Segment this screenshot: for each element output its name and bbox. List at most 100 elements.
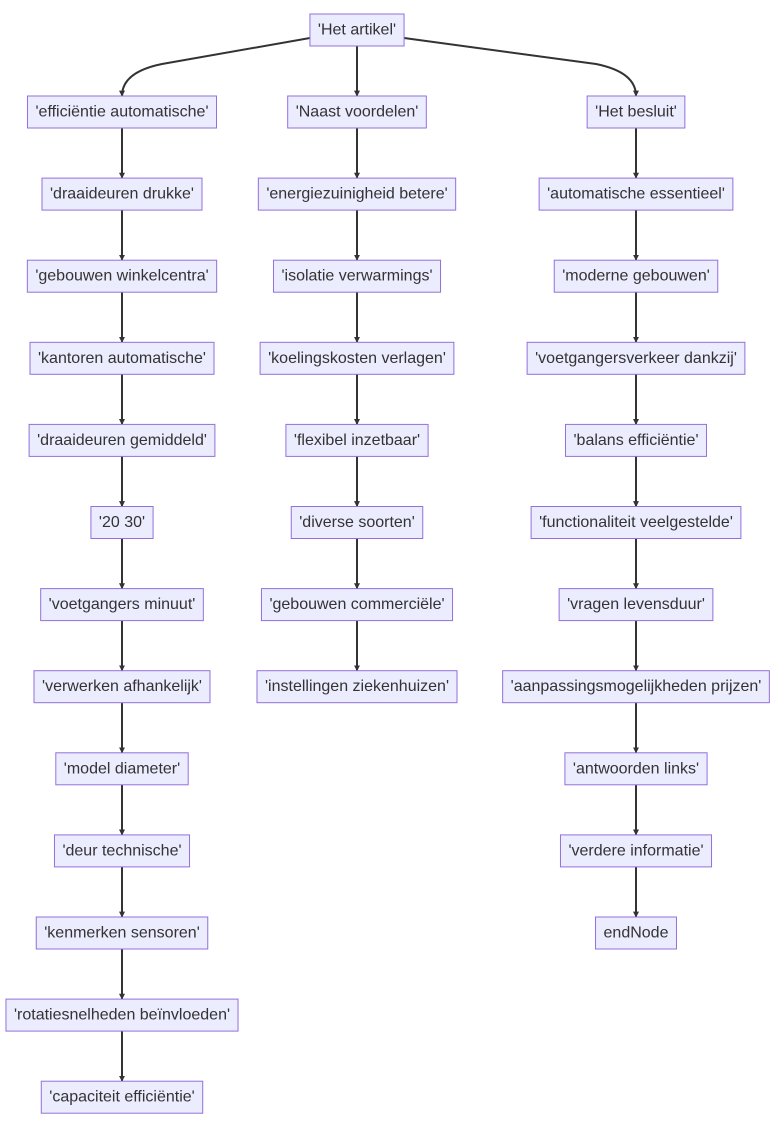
edge-root-a1 <box>119 37 311 97</box>
flow-node-a2: 'draaideuren drukke' <box>41 177 203 211</box>
node-box <box>530 506 742 539</box>
flow-node-c3: 'moderne gebouwen' <box>553 259 719 293</box>
nodes-layer: 'Het artikel' 'efficiëntie automatische' '… <box>5 13 770 1114</box>
node-box <box>290 506 424 539</box>
node-box <box>33 670 211 704</box>
node-box <box>287 95 427 129</box>
flow-node-b6: 'diverse soorten' <box>290 506 424 539</box>
edges-layer <box>119 37 639 1082</box>
flow-node-b7: 'gebouwen commerciële' <box>260 588 454 622</box>
node-label: 'isolatie verwarmings' <box>281 268 432 285</box>
node-box <box>259 341 455 375</box>
node-label: 'Het artikel' <box>318 22 396 39</box>
flow-node-c2: 'automatische essentieel' <box>538 177 734 211</box>
flow-node-b2: 'energiezuinigheid betere' <box>257 177 457 211</box>
flow-node-a10: 'deur technische' <box>53 834 191 868</box>
node-label: 'voetgangersverkeer dankzij' <box>535 350 737 367</box>
node-box <box>558 588 714 622</box>
node-box <box>538 177 734 211</box>
flow-node-c4: 'voetgangersverkeer dankzij' <box>526 341 746 375</box>
node-box <box>564 423 708 457</box>
node-label: 'verwerken afhankelijk' <box>42 678 202 695</box>
node-label: 'flexibel inzetbaar' <box>294 432 420 449</box>
node-box <box>559 834 713 868</box>
flow-node-a11: 'kenmerken sensoren' <box>35 916 209 950</box>
node-label: 'vragen levensduur' <box>567 596 705 613</box>
node-label: 'koelingskosten verlagen' <box>268 350 446 367</box>
flow-node-a1: 'efficiëntie automatische' <box>26 95 218 129</box>
node-box <box>553 259 719 293</box>
flow-node-c6: 'functionaliteit veelgestelde' <box>530 506 742 539</box>
flow-node-c7: 'vragen levensduur' <box>558 588 714 622</box>
node-box <box>502 670 770 704</box>
flow-node-a4: 'kantoren automatische' <box>29 341 215 375</box>
flow-node-c9: 'antwoorden links' <box>564 752 708 786</box>
node-box <box>256 670 458 704</box>
node-box <box>55 752 189 786</box>
edge-root-c1 <box>403 37 639 97</box>
node-box <box>5 998 239 1032</box>
node-box <box>90 506 154 539</box>
flow-node-a8: 'verwerken afhankelijk' <box>33 670 211 704</box>
flow-node-a3: 'gebouwen winkelcentra' <box>26 259 218 293</box>
node-label: 'functionaliteit veelgestelde' <box>539 514 733 531</box>
node-box <box>40 1080 204 1114</box>
node-label: 'moderne gebouwen' <box>562 268 710 285</box>
node-label: 'draaideuren drukke' <box>50 186 194 203</box>
node-label: 'kenmerken sensoren' <box>44 925 200 942</box>
node-box <box>40 588 204 622</box>
node-label: 'energiezuinigheid betere' <box>266 186 447 203</box>
node-label: 'efficiëntie automatische' <box>35 104 208 121</box>
node-label: '20 30' <box>99 514 145 531</box>
node-label: 'gebouwen winkelcentra' <box>35 268 208 285</box>
node-label: 'voetgangers minuut' <box>49 596 196 613</box>
node-label: 'deur technische' <box>62 842 181 859</box>
flow-node-b8: 'instellingen ziekenhuizen' <box>256 670 458 704</box>
node-box <box>595 916 677 950</box>
flow-node-a13: 'capaciteit efficiëntie' <box>40 1080 204 1114</box>
flow-node-a7: 'voetgangers minuut' <box>40 588 204 622</box>
node-box <box>309 13 405 47</box>
flow-node-c5: 'balans efficiëntie' <box>564 423 708 457</box>
node-box <box>53 834 191 868</box>
flow-node-c11: endNode <box>595 916 677 950</box>
flow-node-c8: 'aanpassingsmogelijkheden prijzen' <box>502 670 770 704</box>
flow-node-a6: '20 30' <box>90 506 154 539</box>
flow-node-root: 'Het artikel' <box>309 13 405 47</box>
node-label: 'antwoorden links' <box>573 760 699 777</box>
node-label: 'Naast voordelen' <box>296 104 419 121</box>
flow-node-a12: 'rotatiesnelheden beïnvloeden' <box>5 998 239 1032</box>
node-box <box>29 341 215 375</box>
node-box <box>41 177 203 211</box>
node-box <box>26 259 218 293</box>
node-label: 'verdere informatie' <box>568 842 703 859</box>
node-label: 'automatische essentieel' <box>547 186 725 203</box>
flow-node-a9: 'model diameter' <box>55 752 189 786</box>
node-box <box>526 341 746 375</box>
flow-node-c1: 'Het besluit' <box>586 95 686 129</box>
node-box <box>272 259 442 293</box>
node-label: 'capaciteit efficiëntie' <box>49 1089 194 1106</box>
node-box <box>260 588 454 622</box>
node-label: 'draaideuren gemiddeld' <box>37 432 207 449</box>
node-label: 'gebouwen commerciële' <box>269 596 444 613</box>
node-label: 'diverse soorten' <box>299 514 415 531</box>
node-label: endNode <box>604 925 669 942</box>
flow-node-a5: 'draaideuren gemiddeld' <box>28 423 216 457</box>
node-box <box>285 423 429 457</box>
node-box <box>28 423 216 457</box>
node-box <box>35 916 209 950</box>
node-label: 'model diameter' <box>64 760 180 777</box>
flow-node-b4: 'koelingskosten verlagen' <box>259 341 455 375</box>
node-label: 'Het besluit' <box>595 104 677 121</box>
flow-node-b3: 'isolatie verwarmings' <box>272 259 442 293</box>
node-label: 'aanpassingsmogelijkheden prijzen' <box>511 678 762 695</box>
node-label: 'rotatiesnelheden beïnvloeden' <box>14 1007 230 1024</box>
node-box <box>26 95 218 129</box>
node-label: 'balans efficiëntie' <box>573 432 698 449</box>
node-box <box>257 177 457 211</box>
flow-node-b5: 'flexibel inzetbaar' <box>285 423 429 457</box>
node-box <box>586 95 686 129</box>
flow-node-c10: 'verdere informatie' <box>559 834 713 868</box>
